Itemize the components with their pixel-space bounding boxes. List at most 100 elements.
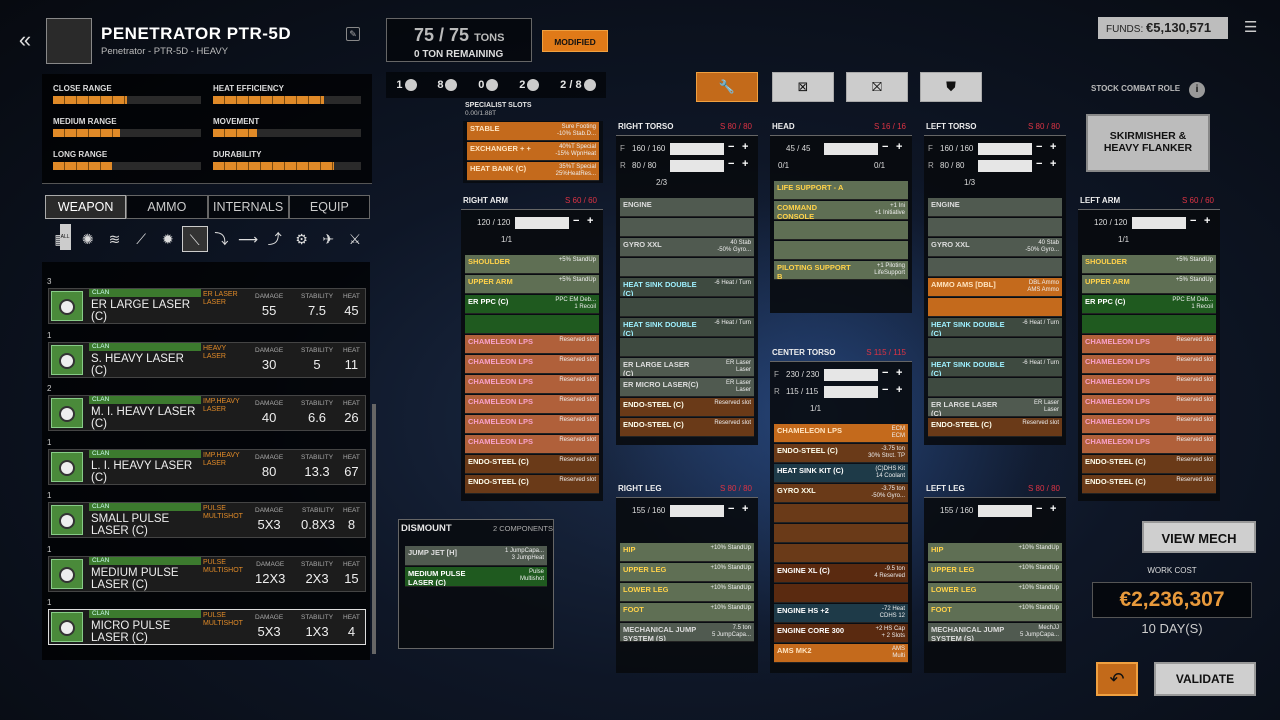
edit-icon[interactable]: ✎: [346, 27, 360, 41]
component-slot[interactable]: [928, 378, 1062, 397]
component-slot[interactable]: HEAT SINK DOUBLE (C)-6 Heat / Turn: [620, 278, 754, 297]
all-icon[interactable]: ▦ALL: [48, 224, 74, 252]
component-slot[interactable]: ENGINE XL (C)-9.5 ton 4 Reserved: [774, 564, 908, 583]
armor-decrease-button[interactable]: −: [728, 503, 735, 515]
component-slot[interactable]: ER PPC (C)PPC EM Deb... 1 Recoil: [1082, 295, 1216, 314]
armor-increase-button[interactable]: +: [896, 367, 903, 379]
component-slot[interactable]: [620, 338, 754, 357]
dismount-item[interactable]: JUMP JET [H]1 JumpCapa... 3 JumpHeat: [405, 546, 547, 566]
component-slot[interactable]: LOWER LEG+10% StandUp: [928, 583, 1062, 602]
armor-increase-button[interactable]: +: [1050, 503, 1057, 515]
tab-weapon[interactable]: WEAPON: [45, 195, 127, 219]
component-slot[interactable]: HIP+10% StandUp: [928, 543, 1062, 562]
missile-icon[interactable]: ⤵: [214, 231, 229, 247]
component-slot[interactable]: HEAT SINK DOUBLE (C)-6 Heat / Turn: [928, 358, 1062, 377]
menu-icon[interactable]: ☰: [1244, 19, 1258, 36]
component-slot[interactable]: COMMAND CONSOLE+1 Ini +1 Initiative: [774, 201, 908, 220]
component-slot[interactable]: [774, 241, 908, 260]
strip-armor-button[interactable]: ⛝: [846, 72, 908, 102]
armor-bar[interactable]: [824, 386, 878, 398]
component-slot[interactable]: [928, 338, 1062, 357]
component-slot[interactable]: ENGINE: [620, 198, 754, 217]
component-slot[interactable]: UPPER ARM+5% StandUp: [1082, 275, 1216, 294]
component-slot[interactable]: HEAT SINK DOUBLE (C)-6 Heat / Turn: [620, 318, 754, 337]
armor-bar[interactable]: [978, 160, 1032, 172]
tab-internals[interactable]: INTERNALS: [207, 195, 289, 219]
component-slot[interactable]: ER PPC (C)PPC EM Deb... 1 Recoil: [465, 295, 599, 314]
armor-decrease-button[interactable]: −: [573, 215, 580, 227]
back-icon[interactable]: «: [18, 27, 32, 52]
info-icon[interactable]: i: [1189, 82, 1205, 98]
max-armor-button[interactable]: ⛊: [920, 72, 982, 102]
component-slot[interactable]: FOOT+10% StandUp: [928, 603, 1062, 622]
rocket-icon[interactable]: ⤴: [267, 231, 282, 247]
armor-decrease-button[interactable]: −: [1190, 215, 1197, 227]
gun-icon[interactable]: ⟶: [237, 231, 259, 247]
armor-increase-button[interactable]: +: [1050, 158, 1057, 170]
armor-decrease-button[interactable]: −: [1036, 158, 1043, 170]
component-slot[interactable]: ENGINE CORE 300+2 HS Cap + 2 Slots: [774, 624, 908, 643]
component-slot[interactable]: FOOT+10% StandUp: [620, 603, 754, 622]
component-slot[interactable]: [620, 298, 754, 317]
component-slot[interactable]: ENDO-STEEL (C)Reserved slot: [1082, 475, 1216, 494]
armor-decrease-button[interactable]: −: [728, 158, 735, 170]
armor-decrease-button[interactable]: −: [882, 384, 889, 396]
component-slot[interactable]: ER LARGE LASER (C)ER Laser Laser: [620, 358, 754, 377]
armor-bar[interactable]: [515, 217, 569, 229]
component-slot[interactable]: ER LARGE LASER (C)ER Laser Laser: [928, 398, 1062, 417]
component-slot[interactable]: ER MICRO LASER(C)ER Laser Laser: [620, 378, 754, 397]
component-slot[interactable]: [620, 218, 754, 237]
specialist-slot[interactable]: EXCHANGER + +40%T Special -15% WpnHeat: [467, 142, 599, 161]
component-slot[interactable]: [928, 298, 1062, 317]
component-slot[interactable]: [620, 258, 754, 277]
component-slot[interactable]: ENGINE HS +2-72 Heat CDHS 12: [774, 604, 908, 623]
component-slot[interactable]: SHOULDER+5% StandUp: [465, 255, 599, 274]
component-slot[interactable]: UPPER LEG+10% StandUp: [928, 563, 1062, 582]
component-slot[interactable]: ENDO-STEEL (C)Reserved slot: [620, 418, 754, 437]
armor-increase-button[interactable]: +: [1050, 141, 1057, 153]
specialist-slot[interactable]: HEAT BANK (C)35%T Special 25%HeatRes...: [467, 162, 599, 181]
validate-button[interactable]: VALIDATE: [1154, 662, 1256, 696]
repair-tool-button[interactable]: 🔧: [696, 72, 758, 102]
armor-increase-button[interactable]: +: [896, 384, 903, 396]
energy-icon[interactable]: ✺: [81, 231, 94, 247]
component-slot[interactable]: ENDO-STEEL (C)Reserved slot: [928, 418, 1062, 437]
armor-increase-button[interactable]: +: [742, 141, 749, 153]
component-slot[interactable]: HIP+10% StandUp: [620, 543, 754, 562]
component-slot[interactable]: [465, 315, 599, 334]
component-slot[interactable]: ENDO-STEEL (C)-3.75 ton 30% Strct. TP: [774, 444, 908, 463]
armor-decrease-button[interactable]: −: [882, 367, 889, 379]
component-slot[interactable]: [1082, 315, 1216, 334]
dismount-item[interactable]: MEDIUM PULSE LASER (C)Pulse Multishot: [405, 567, 547, 587]
component-slot[interactable]: AMMO AMS [DBL]DBL Ammo AMS Ammo: [928, 278, 1062, 297]
component-slot[interactable]: [774, 504, 908, 523]
laser-icon[interactable]: ⟍: [181, 226, 208, 252]
armor-bar[interactable]: [670, 505, 724, 517]
armor-bar[interactable]: [824, 143, 878, 155]
component-slot[interactable]: ENGINE: [928, 198, 1062, 217]
component-slot[interactable]: SHOULDER+5% StandUp: [1082, 255, 1216, 274]
component-slot[interactable]: [928, 218, 1062, 237]
sword-icon[interactable]: ⚔: [348, 231, 362, 247]
strip-equipment-button[interactable]: ⊠: [772, 72, 834, 102]
component-slot[interactable]: HEAT SINK KIT (C)(C)DHS Kit 14 Coolant: [774, 464, 908, 483]
component-slot[interactable]: ENDO-STEEL (C)Reserved slot: [1082, 455, 1216, 474]
beam-icon[interactable]: ≋: [108, 231, 121, 247]
